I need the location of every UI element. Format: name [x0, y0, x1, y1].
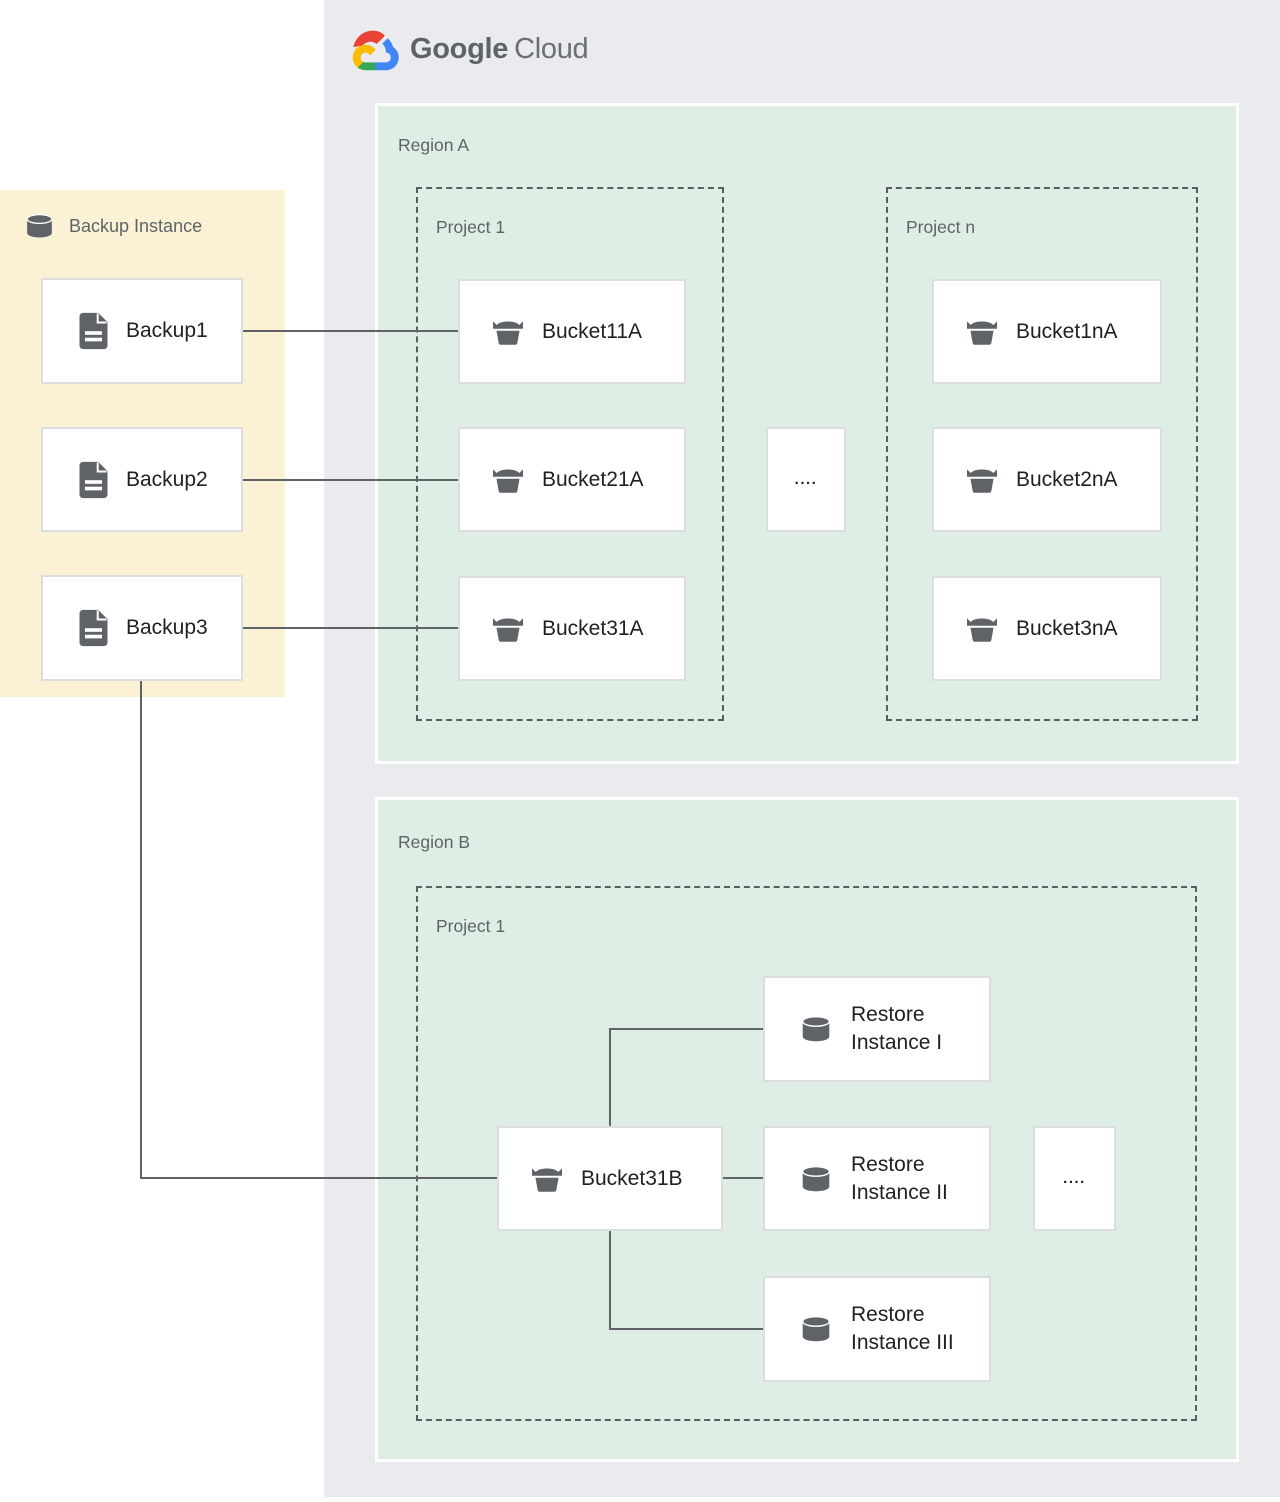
logo-brand-text: Google — [410, 33, 509, 65]
bucket1na-label: Bucket1nA — [1016, 319, 1118, 343]
backup3-label: Backup3 — [126, 616, 208, 639]
bucket-icon — [967, 320, 997, 345]
project-n-box: Project n — [886, 187, 1198, 721]
restore-instance-2-label: Restore Instance II — [851, 1152, 948, 1204]
bucket-icon — [493, 320, 523, 345]
bucket2na-label: Bucket2nA — [1016, 467, 1118, 491]
connector-bucket31b-restore3 — [609, 1328, 764, 1330]
document-icon — [79, 312, 108, 350]
connector-backup3-down-vertical — [140, 681, 142, 1179]
database-icon — [802, 1315, 830, 1342]
bucket-icon — [967, 617, 997, 642]
restore-instance-1-label: Restore Instance I — [851, 1003, 943, 1054]
project-1a-box: Project 1 — [416, 187, 724, 721]
connector-bucket31b-restore2 — [723, 1177, 764, 1179]
connector-backup2-bucket21a — [243, 479, 459, 481]
restore-instance-3-label: Restore Instance III — [851, 1303, 954, 1354]
bucket3na-label: Bucket3nA — [1016, 616, 1118, 640]
bucket31a-label: Bucket31A — [542, 616, 644, 640]
logo-product-text: Cloud — [514, 33, 589, 65]
restore-instance-1-node: Restore Instance I — [763, 976, 991, 1082]
backup2-label: Backup2 — [126, 467, 208, 491]
database-icon — [26, 213, 53, 238]
region-a-ellipsis-box: .... — [766, 427, 846, 532]
backup3-node: Backup3 — [41, 575, 243, 681]
backup-instance-header: Backup Instance — [21, 213, 202, 239]
region-b-ellipsis-box: .... — [1033, 1126, 1116, 1231]
connector-backup3-bucket31a — [243, 627, 459, 629]
bucket-icon — [493, 468, 523, 493]
connector-backup1-bucket11a — [243, 330, 459, 332]
restore-instance-2-node: Restore Instance II — [763, 1126, 991, 1231]
bucket21a-node: Bucket21A — [458, 427, 686, 532]
document-icon — [79, 609, 108, 647]
region-a-label: Region A — [398, 135, 470, 155]
bucket31b-label: Bucket31B — [581, 1166, 683, 1190]
bucket-icon — [532, 1167, 562, 1192]
bucket21a-label: Bucket21A — [542, 467, 644, 491]
database-icon — [802, 1015, 830, 1042]
bucket-icon — [967, 468, 997, 493]
connector-bucket31b-down-vertical — [609, 1231, 611, 1330]
bucket11a-label: Bucket11A — [542, 319, 643, 343]
document-icon — [79, 461, 108, 498]
backup1-label: Backup1 — [126, 319, 208, 342]
bucket1na-node: Bucket1nA — [932, 279, 1162, 384]
backup1-node: Backup1 — [41, 278, 243, 384]
bucket-icon — [493, 617, 523, 642]
region-b-ellipsis: .... — [1063, 1170, 1086, 1187]
project-1b-box: Project 1 — [416, 886, 1197, 1421]
backup2-node: Backup2 — [41, 427, 243, 532]
bucket11a-node: Bucket11A — [458, 279, 686, 384]
project-1b-label: Project 1 — [436, 916, 506, 936]
region-b-label: Region B — [398, 832, 470, 852]
project-1a-label: Project 1 — [436, 217, 506, 237]
connector-bucket31b-up-vertical — [609, 1030, 611, 1127]
backup-instance-title: Backup Instance — [69, 215, 203, 236]
project-n-label: Project n — [906, 217, 976, 237]
bucket31b-node: Bucket31B — [497, 1126, 723, 1231]
bucket2na-node: Bucket2nA — [932, 427, 1162, 532]
region-a-ellipsis: .... — [794, 471, 818, 488]
connector-backup3-bucket31b — [140, 1177, 498, 1179]
bucket31a-node: Bucket31A — [458, 576, 686, 681]
connector-bucket31b-restore1 — [609, 1028, 764, 1030]
database-icon — [802, 1165, 830, 1191]
restore-instance-3-node: Restore Instance III — [763, 1276, 991, 1382]
bucket3na-node: Bucket3nA — [932, 576, 1162, 681]
google-cloud-logo-icon — [352, 30, 399, 71]
